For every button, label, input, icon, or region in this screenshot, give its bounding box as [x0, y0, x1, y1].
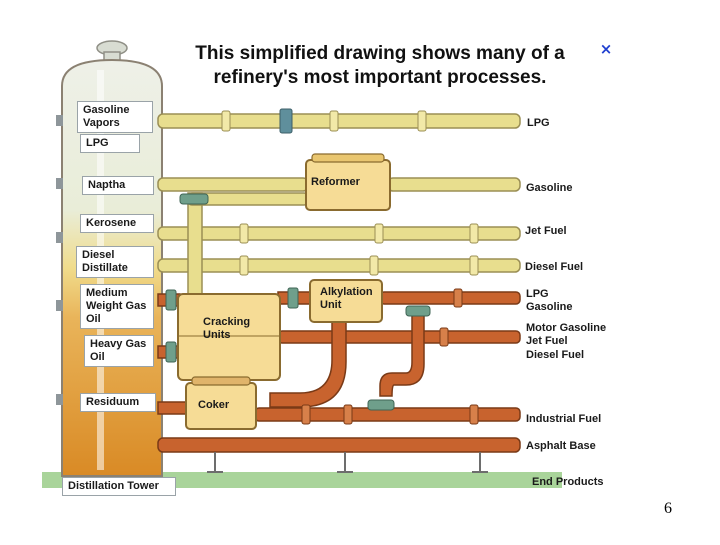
product-diesel-fuel-2: Diesel Fuel [526, 349, 585, 361]
yellow-pipes [157, 113, 521, 302]
end-products-label: End Products [532, 476, 604, 488]
product-lpg-2: LPG [526, 288, 549, 300]
cracking-units-label: Cracking Units [203, 316, 251, 341]
fraction-residuum: Residuum [80, 393, 156, 412]
yellow-pipe-joints [221, 110, 479, 276]
cracking-units-shape [177, 293, 281, 381]
fraction-naptha: Naptha [82, 176, 154, 195]
product-motor-gasoline: Motor Gasoline [526, 322, 607, 334]
coker-shape [185, 376, 257, 430]
fraction-kerosene: Kerosene [80, 214, 154, 233]
fraction-lpg: LPG [80, 134, 140, 153]
fraction-gasoline-vapors: Gasoline Vapors [77, 101, 153, 133]
blue-valve [279, 108, 293, 134]
tower-side-brackets [56, 115, 63, 405]
product-jet-fuel: Jet Fuel [525, 225, 567, 237]
product-gasoline-2: Gasoline [526, 301, 573, 313]
alkylation-unit-shape [309, 279, 383, 323]
distillation-tower-label: Distillation Tower [62, 477, 176, 496]
product-jet-fuel-2: Jet Fuel [526, 335, 568, 347]
diagram-title: This simplified drawing shows many of a … [195, 43, 565, 88]
fraction-heavy-gas-oil: Heavy Gas Oil [84, 335, 154, 367]
reformer-label: Reformer [311, 176, 360, 188]
product-diesel-fuel: Diesel Fuel [525, 261, 584, 273]
reformer-unit-shape [305, 153, 391, 211]
product-lpg: LPG [527, 117, 550, 129]
product-asphalt-base: Asphalt Base [526, 440, 596, 452]
alkylation-unit-label: Alkylation Unit [320, 286, 373, 311]
pipe-supports [207, 452, 488, 473]
green-valves [165, 193, 431, 411]
fraction-medium-weight-gas-oil: Medium Weight Gas Oil [80, 284, 154, 329]
orange-pipe-joints [301, 288, 479, 425]
coker-label: Coker [198, 399, 230, 411]
close-icon[interactable]: × [599, 40, 613, 58]
product-gasoline: Gasoline [526, 182, 573, 194]
product-industrial-fuel: Industrial Fuel [526, 413, 602, 425]
page-number: 6 [664, 500, 672, 517]
fraction-diesel-distillate: Diesel Distillate [76, 246, 154, 278]
